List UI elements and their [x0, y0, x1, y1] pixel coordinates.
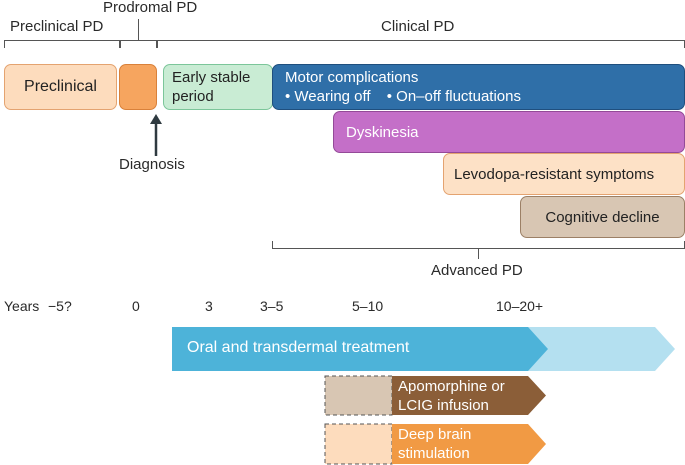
oral-treatment-arrow-light [520, 327, 675, 371]
oral-treatment-label: Oral and transdermal treatment [187, 339, 410, 356]
early-stable-line2: period [172, 88, 214, 105]
on-off-bullet: • On–off fluctuations [386, 88, 521, 105]
clinical-pd-label: Clinical PD [381, 18, 455, 35]
year-tick-10-20: 10–20+ [496, 298, 544, 314]
dyskinesia-label: Dyskinesia [346, 123, 419, 141]
diagnosis-arrow [150, 114, 162, 156]
preclinical-bar-label: Preclinical [24, 78, 97, 95]
dbs-arrow [392, 424, 546, 464]
preclinical-pd-label: Preclinical PD [10, 18, 104, 35]
early-stable-bar: Early stable period [163, 64, 273, 110]
year-tick-0: 0 [132, 298, 140, 314]
levodopa-resistant-label: Levodopa-resistant symptoms [454, 165, 655, 183]
year-tick-5-10: 5–10 [352, 298, 384, 314]
apomorphine-placeholder [324, 375, 393, 416]
oral-treatment-arrow [172, 327, 548, 371]
early-stable-line1: Early stable [172, 69, 251, 86]
dbs-placeholder [324, 423, 393, 465]
dbs-line1: Deep brain [398, 426, 472, 443]
motor-complications-title: Motor complications [285, 69, 419, 86]
apomorphine-line2: LCIG infusion [398, 397, 489, 414]
apomorphine-arrow [392, 376, 546, 415]
advanced-pd-tick [478, 249, 479, 259]
cognitive-decline-label: Cognitive decline [545, 208, 660, 226]
prodromal-pd-bracket [120, 40, 157, 48]
dyskinesia-bar: Dyskinesia [333, 111, 685, 153]
prodromal-pd-tick [138, 19, 139, 40]
preclinical-bar: Preclinical [4, 64, 117, 110]
prodromal-bar [119, 64, 157, 110]
prodromal-pd-label: Prodromal PD [103, 0, 198, 16]
advanced-pd-bracket [272, 241, 685, 249]
year-tick-minus5: −5? [48, 298, 72, 314]
year-tick-3-5: 3–5 [260, 298, 284, 314]
years-label: Years [4, 298, 40, 314]
treatment-arrows [172, 327, 675, 465]
wearing-off-bullet: • Wearing off [285, 88, 371, 105]
clinical-pd-bracket [157, 40, 685, 48]
year-tick-3: 3 [205, 298, 213, 314]
apomorphine-line1: Apomorphine or [398, 378, 505, 395]
levodopa-resistant-bar: Levodopa-resistant symptoms [443, 153, 685, 195]
motor-complications-bar: Motor complications • Wearing off • On–o… [272, 64, 685, 110]
cognitive-decline-bar: Cognitive decline [520, 196, 685, 238]
preclinical-pd-bracket [4, 40, 120, 48]
advanced-pd-label: Advanced PD [431, 262, 523, 279]
diagnosis-label: Diagnosis [119, 156, 185, 173]
dbs-line2: stimulation [398, 445, 470, 462]
